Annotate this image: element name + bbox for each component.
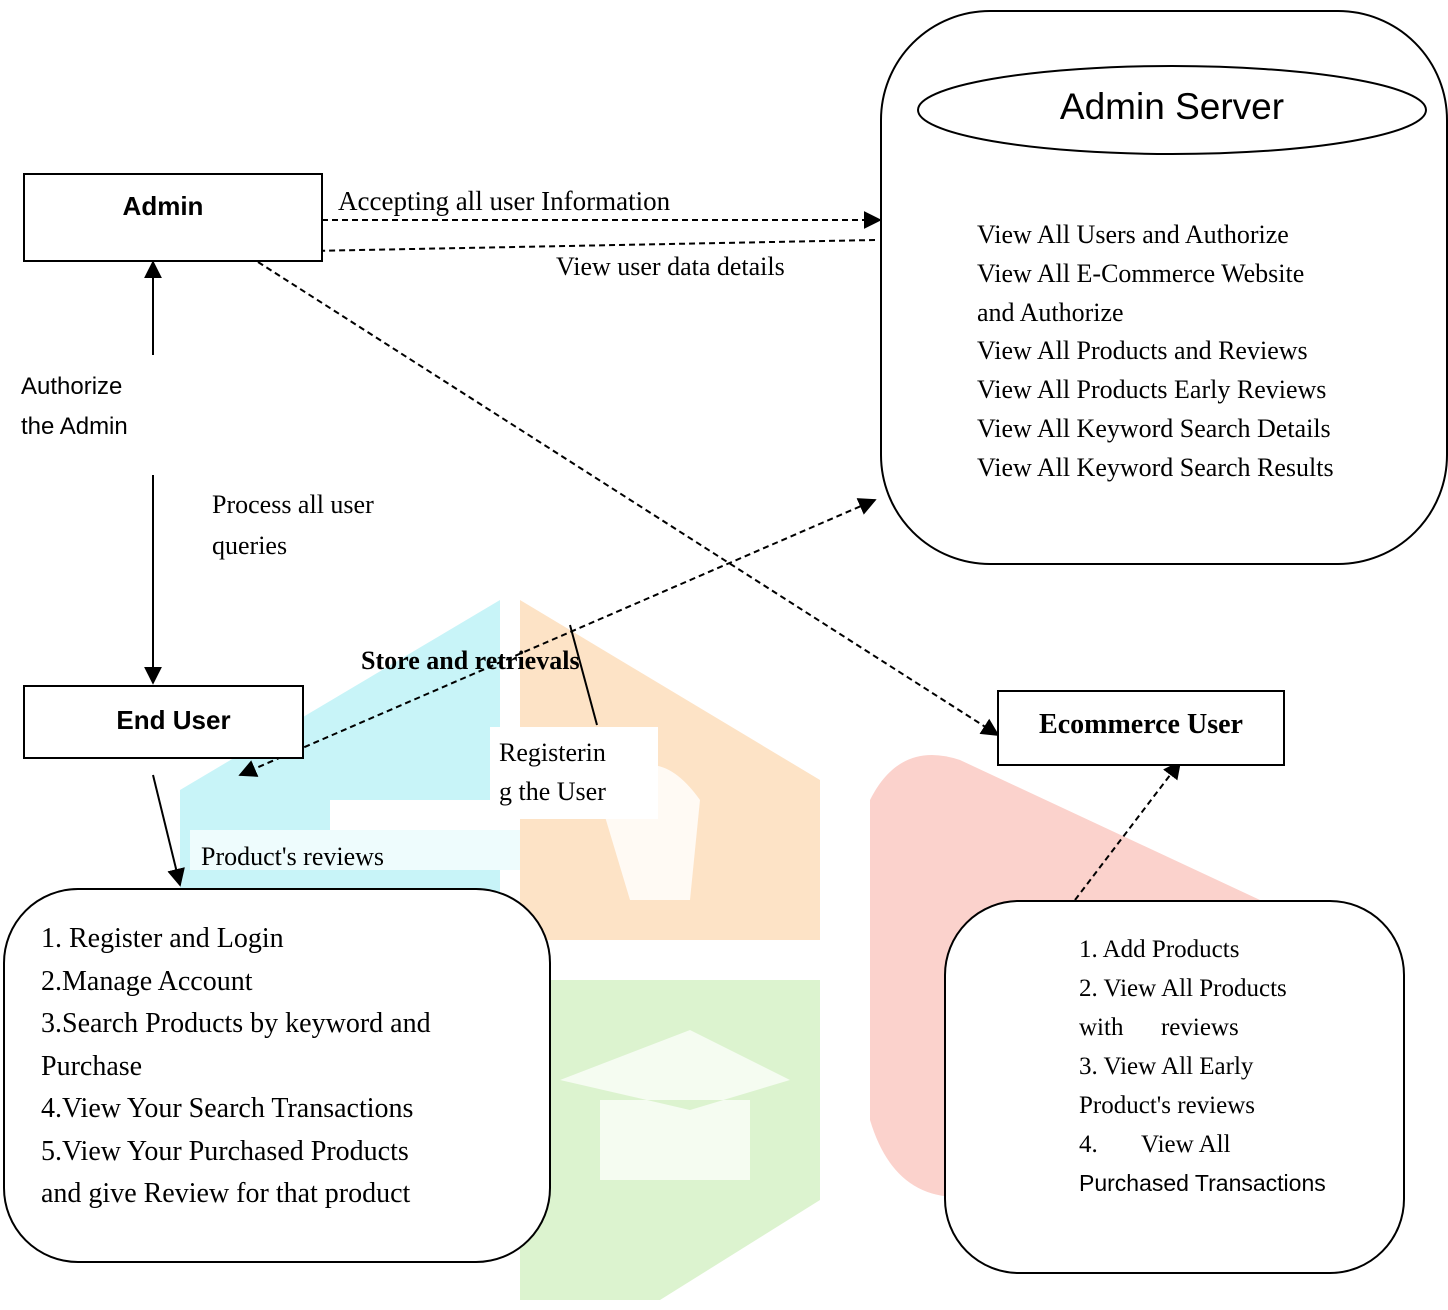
edge-label-accepting: Accepting all user Information xyxy=(338,186,671,216)
admin-server-item: and Authorize xyxy=(977,297,1124,327)
end-user-function-item: 3.Search Products by keyword and xyxy=(41,1008,431,1039)
ecommerce-function-item: 1. Add Products xyxy=(1079,936,1240,963)
ecommerce-user-label: Ecommerce User xyxy=(1039,709,1243,740)
ecommerce-functions-items: 1. Add Products 2. View All Products wit… xyxy=(1079,930,1326,1203)
registering-label-box xyxy=(490,727,658,819)
edge-label-view-user-data: View user data details xyxy=(556,252,785,281)
admin-server-item: View All Keyword Search Results xyxy=(977,452,1334,482)
admin-server-ellipse xyxy=(917,65,1427,155)
watermark-white-bar-2 xyxy=(190,830,520,870)
end-user-function-item: 2.Manage Account xyxy=(41,965,253,997)
ecommerce-user-node: Ecommerce User xyxy=(997,690,1285,766)
ecommerce-function-item: 2. View All Products xyxy=(1079,975,1287,1002)
end-user-function-item: Purchase xyxy=(41,1050,143,1082)
ecommerce-function-item: 3. View All Early xyxy=(1079,1053,1254,1080)
end-user-function-item: and give Review for that product xyxy=(41,1178,411,1209)
admin-server-item: View All E-Commerce Website xyxy=(977,258,1305,288)
end-user-function-item: 1. Register and Login xyxy=(41,923,284,954)
end-user-functions-node xyxy=(3,888,551,1263)
admin-server-item: View All Products and Reviews xyxy=(977,336,1308,366)
ecommerce-functions-node xyxy=(944,900,1405,1274)
ecommerce-function-item: Purchased Transactions xyxy=(1079,1170,1326,1196)
edge-label-product-reviews: Product's reviews xyxy=(201,842,385,871)
ecommerce-function-item: Product's reviews xyxy=(1079,1092,1256,1119)
admin-label: Admin xyxy=(122,191,204,221)
admin-server-item: View All Keyword Search Details xyxy=(977,413,1331,443)
end-user-label: End User xyxy=(116,705,231,735)
admin-node: Admin xyxy=(23,173,323,262)
edge-label-authorize-2: the Admin xyxy=(21,413,128,440)
edge-ecommerce-functions xyxy=(1074,760,1182,901)
edge-server-to-admin xyxy=(256,239,876,261)
end-user-functions-items: 1. Register and Login 2.Manage Account 3… xyxy=(41,918,431,1216)
end-user-function-item: 5.View Your Purchased Products xyxy=(41,1135,409,1167)
edge-store-retrievals xyxy=(238,498,877,777)
edge-label-store: Store and retrievals xyxy=(361,646,580,675)
edge-product-reviews xyxy=(152,774,185,887)
ecommerce-function-item: with reviews xyxy=(1079,1014,1239,1041)
admin-server-title: Admin Server xyxy=(1059,86,1285,127)
edge-label-registering-2: g the User xyxy=(499,777,606,806)
edge-label-authorize-1: Authorize xyxy=(21,373,123,400)
watermark-cap xyxy=(560,1030,790,1180)
ecommerce-function-item: 4. View All xyxy=(1079,1131,1231,1158)
edge-registering xyxy=(569,624,598,726)
watermark-white-bar xyxy=(330,800,520,830)
edge-label-process-1: Process all user xyxy=(212,490,374,519)
admin-server-item: View All Products Early Reviews xyxy=(977,375,1327,405)
admin-server-item: View All Users and Authorize xyxy=(977,220,1289,249)
edge-label-process-2: queries xyxy=(212,531,288,560)
end-user-function-item: 4.View Your Search Transactions xyxy=(41,1093,414,1124)
admin-server-items: View All Users and Authorize View All E-… xyxy=(977,216,1334,488)
end-user-node: End User xyxy=(23,685,304,759)
edge-label-registering-1: Registerin xyxy=(499,738,606,767)
